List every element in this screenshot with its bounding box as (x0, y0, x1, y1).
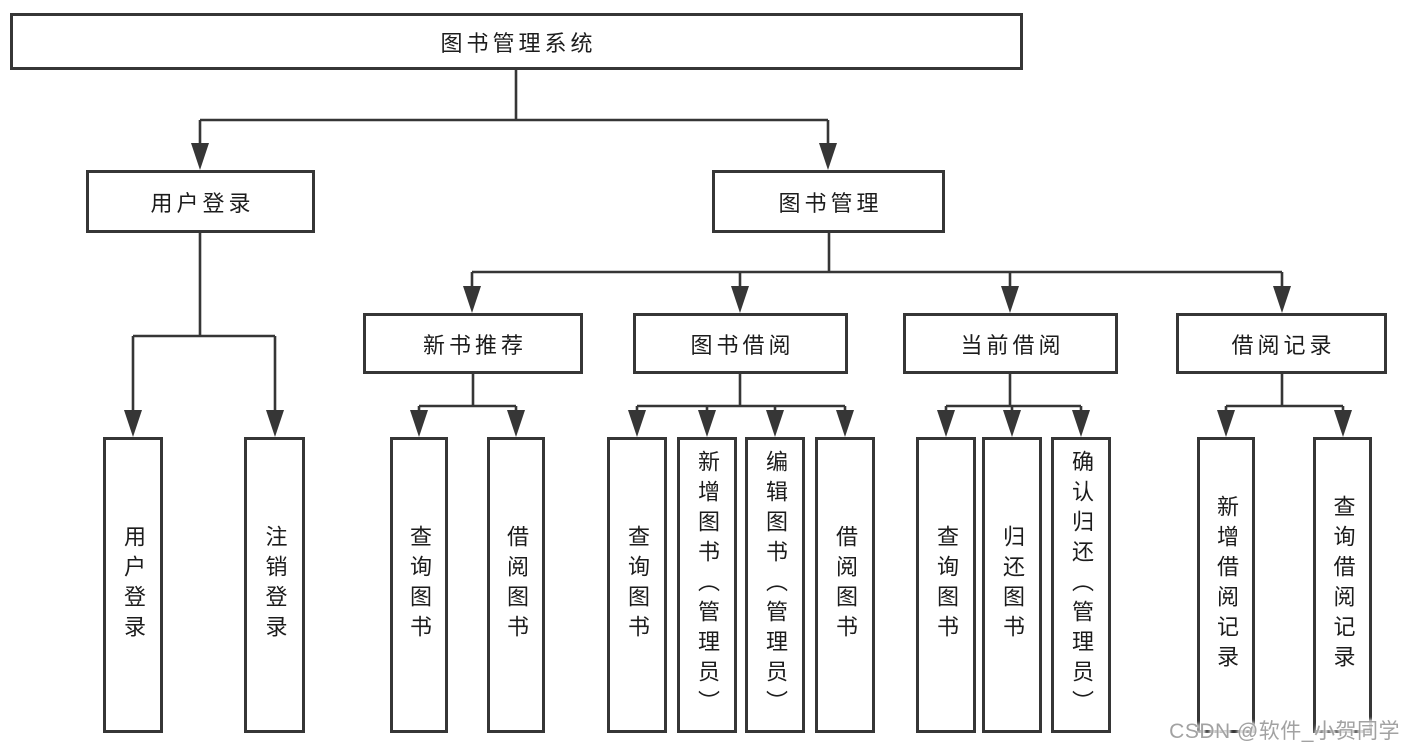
leaf-label: 查询图书 (934, 525, 959, 645)
arrowhead-down-icon (1217, 410, 1235, 437)
node-book-borrowing: 图书借阅 (633, 313, 848, 374)
leaf-label: 查询图书 (625, 525, 650, 645)
leaf-label: 注销登录 (262, 525, 288, 645)
arrowhead-down-icon (1273, 286, 1291, 313)
node-new-book-recommend: 新书推荐 (363, 313, 583, 374)
arrowhead-down-icon (1334, 410, 1352, 437)
arrowhead-down-icon (1003, 410, 1021, 437)
leaf-borrow-books-recommend: 借阅图书 (487, 437, 545, 733)
leaf-label: 借阅图书 (833, 525, 858, 645)
leaf-label: 查询借阅记录 (1330, 495, 1356, 675)
csdn-watermark: CSDN @软件_小贺同学 (1169, 720, 1400, 743)
arrowhead-down-icon (124, 410, 142, 437)
leaf-query-books-borrowing: 查询图书 (607, 437, 667, 733)
node-label: 用户登录 (150, 190, 255, 216)
leaf-label: 编辑图书（管理员） (763, 450, 788, 720)
arrowhead-down-icon (836, 410, 854, 437)
leaf-label: 归还图书 (1000, 525, 1025, 645)
leaf-add-borrow-record: 新增借阅记录 (1197, 437, 1255, 733)
arrowhead-down-icon (731, 286, 749, 313)
node-label: 图书借阅 (690, 332, 795, 358)
arrowhead-down-icon (507, 410, 525, 437)
arrowhead-down-icon (191, 143, 209, 170)
leaf-logout-login: 注销登录 (244, 437, 305, 733)
leaf-label: 新增借阅记录 (1214, 495, 1239, 675)
leaf-borrow-books-borrowing: 借阅图书 (815, 437, 875, 733)
node-book-management: 图书管理 (712, 170, 945, 233)
node-borrowing-records: 借阅记录 (1176, 313, 1387, 374)
leaf-label: 借阅图书 (504, 525, 529, 645)
arrowhead-down-icon (766, 410, 784, 437)
node-label: 图书管理 (778, 190, 883, 216)
leaf-edit-book-admin: 编辑图书（管理员） (745, 437, 805, 733)
arrowhead-down-icon (937, 410, 955, 437)
arrowhead-down-icon (819, 143, 837, 170)
node-user-login: 用户登录 (86, 170, 315, 233)
leaf-query-books-current: 查询图书 (916, 437, 976, 733)
arrowhead-down-icon (1001, 286, 1019, 313)
arrowhead-down-icon (463, 286, 481, 313)
arrowhead-down-icon (410, 410, 428, 437)
node-label: 图书管理系统 (440, 30, 597, 56)
leaf-return-book: 归还图书 (982, 437, 1042, 733)
node-label: 借阅记录 (1231, 332, 1336, 358)
leaf-query-borrow-record: 查询借阅记录 (1313, 437, 1372, 733)
arrowhead-down-icon (1072, 410, 1090, 437)
leaf-user-login: 用户登录 (103, 437, 163, 733)
node-library-management-system: 图书管理系统 (10, 13, 1023, 70)
leaf-label: 用户登录 (121, 525, 146, 645)
leaf-add-book-admin: 新增图书（管理员） (677, 437, 737, 733)
leaf-confirm-return-admin: 确认归还（管理员） (1051, 437, 1111, 733)
arrowhead-down-icon (628, 410, 646, 437)
node-current-borrowing: 当前借阅 (903, 313, 1118, 374)
node-label: 新书推荐 (422, 332, 527, 358)
arrowhead-down-icon (698, 410, 716, 437)
leaf-label: 确认归还（管理员） (1069, 450, 1094, 720)
node-label: 当前借阅 (960, 332, 1065, 358)
leaf-label: 查询图书 (407, 525, 432, 645)
leaf-query-books-recommend: 查询图书 (390, 437, 448, 733)
leaf-label: 新增图书（管理员） (695, 450, 720, 720)
arrowhead-down-icon (266, 410, 284, 437)
